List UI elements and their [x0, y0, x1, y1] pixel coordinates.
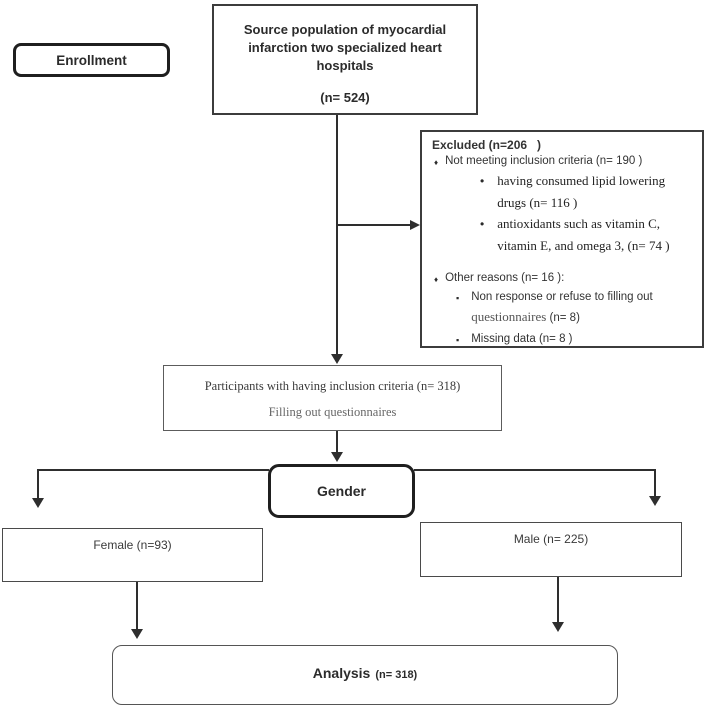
gender-label: Gender	[316, 483, 366, 499]
male-label: Male (n= 225)	[513, 532, 589, 546]
excluded-group2-sub2-row: ▪ Missing data (n= 8 )	[456, 330, 696, 348]
excluded-header: Excluded (n=206 )	[432, 138, 542, 152]
gender-branch-right-line	[414, 469, 655, 471]
branch-to-female-line	[37, 469, 39, 500]
participants-box: Participants with having inclusion crite…	[163, 365, 502, 431]
excluded-group2-sub2: Missing data (n= 8 )	[471, 332, 573, 345]
branch-to-excluded-line	[337, 224, 411, 226]
excluded-group1-label: Not meeting inclusion criteria (n= 190 )	[445, 155, 643, 167]
excluded-group1-sub1: having consumed lipid lowering drugs (n=…	[497, 173, 666, 210]
male-box: Male (n= 225)	[420, 522, 682, 577]
source-population-text: Source population of myocardial infarcti…	[243, 22, 447, 74]
excluded-group2-label: Other reasons (n= 16 ):	[445, 272, 565, 285]
square-bullet-icon: ▪	[456, 293, 460, 304]
gender-branch-left-line	[38, 469, 269, 471]
excluded-group2-sub1-sans: Non response or refuse to filling out	[471, 291, 653, 304]
circle-bullet-icon: •	[480, 217, 485, 232]
arrowhead-right-icon	[410, 220, 420, 230]
excluded-group1-row: ♦ Not meeting inclusion criteria (n= 190…	[434, 155, 696, 167]
diamond-bullet-icon: ♦	[434, 275, 439, 285]
square-bullet-icon: ▪	[456, 334, 460, 345]
arrowhead-down-icon	[649, 496, 661, 506]
analysis-box: Analysis (n= 318)	[112, 645, 618, 705]
source-population-box: Source population of myocardial infarcti…	[212, 4, 478, 115]
excluded-group2-row: ♦ Other reasons (n= 16 ):	[434, 272, 696, 284]
circle-bullet-icon: •	[480, 174, 485, 188]
participants-line1: Participants with having inclusion crite…	[204, 379, 461, 393]
arrowhead-down-icon	[331, 452, 343, 462]
gender-box: Gender	[268, 464, 415, 518]
excluded-group2-sub1: Non response or refuse to filling out qu…	[471, 288, 679, 327]
excluded-group2-sub1-serif: questionnaires	[471, 308, 550, 324]
participants-line2: Filling out questionnaires	[268, 405, 397, 419]
participants-to-gender-line	[336, 431, 338, 454]
arrowhead-down-icon	[331, 354, 343, 364]
arrowhead-down-icon	[32, 498, 44, 508]
excluded-group1-sub2-row: • antioxidants such as vitamin C, vitami…	[480, 213, 696, 256]
female-label: Female (n=93)	[93, 538, 172, 552]
arrowhead-down-icon	[131, 629, 143, 639]
male-to-analysis-line	[557, 577, 559, 624]
source-population-n: (n= 524)	[320, 89, 370, 105]
analysis-label: Analysis	[312, 665, 371, 681]
source-to-participants-line	[336, 115, 338, 355]
analysis-n: (n= 318)	[375, 669, 418, 681]
enrollment-label-box: Enrollment	[13, 43, 170, 77]
female-to-analysis-line	[136, 582, 138, 631]
enrollment-label: Enrollment	[56, 52, 127, 68]
excluded-group2-sub1-tail: (n= 8)	[549, 311, 580, 324]
female-box: Female (n=93)	[2, 528, 263, 582]
diamond-bullet-icon: ♦	[434, 158, 439, 167]
excluded-group1-sub2: antioxidants such as vitamin C, vitamin …	[497, 216, 670, 253]
arrowhead-down-icon	[552, 622, 564, 632]
excluded-box: Excluded (n=206 ) ♦ Not meeting inclusio…	[420, 130, 704, 348]
excluded-group1-sublist: • having consumed lipid lowering drugs (…	[480, 170, 696, 256]
excluded-group2-sub1-row: ▪ Non response or refuse to filling out …	[456, 288, 696, 327]
branch-to-male-line	[654, 469, 656, 498]
excluded-group1-sub1-row: • having consumed lipid lowering drugs (…	[480, 170, 696, 213]
excluded-group2-sublist: ▪ Non response or refuse to filling out …	[456, 288, 696, 348]
